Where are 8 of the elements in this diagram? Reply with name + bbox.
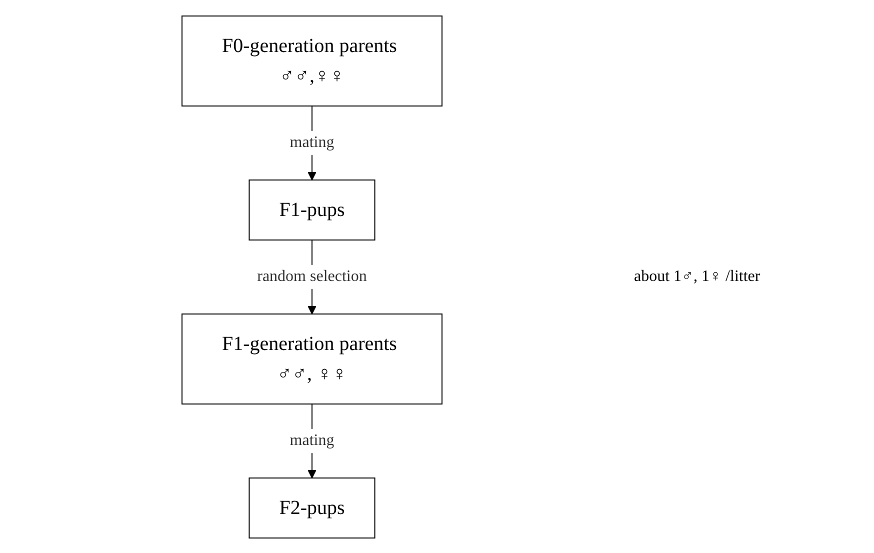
node-box: F2-pups <box>248 477 376 538</box>
edge-label: mating <box>290 432 334 448</box>
node-box: F0-generation parents ♂♂,♀♀ <box>182 15 442 106</box>
node-box: F1-pups <box>248 179 376 240</box>
node-box: F1-generation parents ♂♂, ♀♀ <box>182 313 442 404</box>
edge-label: mating <box>290 134 334 150</box>
edge-label: random selection <box>257 268 367 284</box>
note-text: about 1♂, 1♀ /litter <box>634 268 762 286</box>
